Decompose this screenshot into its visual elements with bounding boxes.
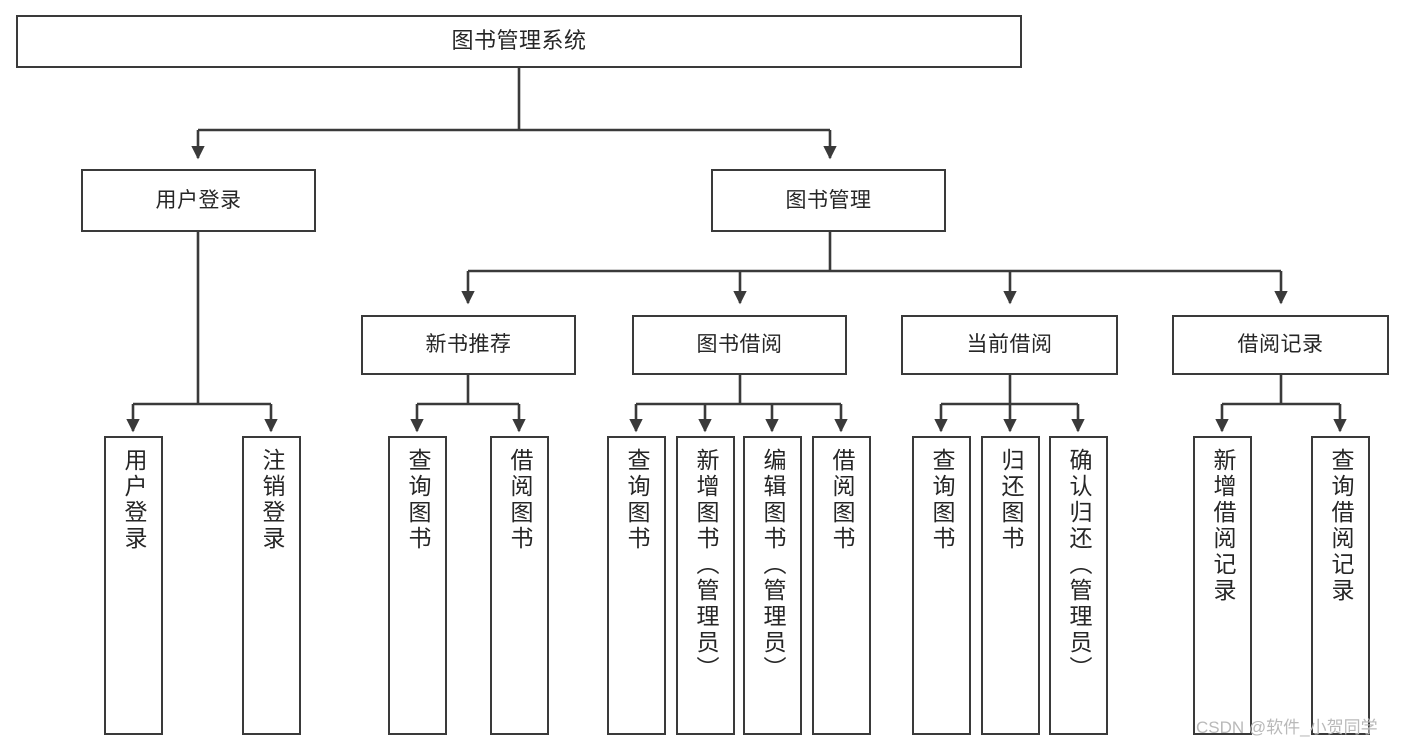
node-leaf-query-record[interactable]: 查询借阅记录 (1311, 436, 1370, 735)
node-leaf-borrow-book-2-label: 借阅图书 (829, 448, 855, 552)
node-leaf-confirm-return-label: 确认归还（管理员） (1066, 448, 1092, 682)
node-leaf-return-book[interactable]: 归还图书 (981, 436, 1040, 735)
node-leaf-query-book-1[interactable]: 查询图书 (388, 436, 447, 735)
node-leaf-query-book-3-label: 查询图书 (929, 448, 955, 552)
node-new-book-recommend[interactable]: 新书推荐 (361, 315, 576, 375)
node-current-borrow[interactable]: 当前借阅 (901, 315, 1118, 375)
node-leaf-user-login[interactable]: 用户登录 (104, 436, 163, 735)
node-leaf-add-record[interactable]: 新增借阅记录 (1193, 436, 1252, 735)
node-leaf-borrow-book-1[interactable]: 借阅图书 (490, 436, 549, 735)
node-new-book-recommend-label: 新书推荐 (425, 333, 512, 357)
node-book-borrow[interactable]: 图书借阅 (632, 315, 847, 375)
node-book-management-label: 图书管理 (785, 188, 872, 212)
node-user-login[interactable]: 用户登录 (81, 169, 316, 232)
node-leaf-query-book-1-label: 查询图书 (405, 448, 431, 552)
node-leaf-edit-book-label: 编辑图书（管理员） (760, 448, 786, 682)
node-root-label: 图书管理系统 (451, 28, 587, 54)
csdn-watermark: CSDN @软件_小贺同学 (1196, 718, 1378, 737)
node-leaf-query-book-2-label: 查询图书 (624, 448, 650, 552)
node-book-borrow-label: 图书借阅 (696, 333, 783, 357)
node-borrow-record-label: 借阅记录 (1237, 333, 1324, 357)
node-leaf-edit-book[interactable]: 编辑图书（管理员） (743, 436, 802, 735)
node-leaf-add-book[interactable]: 新增图书（管理员） (676, 436, 735, 735)
node-leaf-add-record-label: 新增借阅记录 (1210, 448, 1236, 604)
node-leaf-query-book-3[interactable]: 查询图书 (912, 436, 971, 735)
node-current-borrow-label: 当前借阅 (966, 333, 1053, 357)
node-user-login-label: 用户登录 (155, 188, 242, 212)
node-leaf-query-book-2[interactable]: 查询图书 (607, 436, 666, 735)
node-root[interactable]: 图书管理系统 (16, 15, 1022, 68)
node-book-management[interactable]: 图书管理 (711, 169, 946, 232)
node-leaf-user-login-label: 用户登录 (121, 448, 147, 552)
node-borrow-record[interactable]: 借阅记录 (1172, 315, 1389, 375)
node-leaf-logout-login-label: 注销登录 (259, 448, 285, 552)
node-leaf-query-record-label: 查询借阅记录 (1328, 448, 1354, 604)
node-leaf-borrow-book-2[interactable]: 借阅图书 (812, 436, 871, 735)
node-leaf-logout-login[interactable]: 注销登录 (242, 436, 301, 735)
node-leaf-borrow-book-1-label: 借阅图书 (507, 448, 533, 552)
node-leaf-add-book-label: 新增图书（管理员） (693, 448, 719, 682)
node-leaf-confirm-return[interactable]: 确认归还（管理员） (1049, 436, 1108, 735)
node-leaf-return-book-label: 归还图书 (998, 448, 1024, 552)
